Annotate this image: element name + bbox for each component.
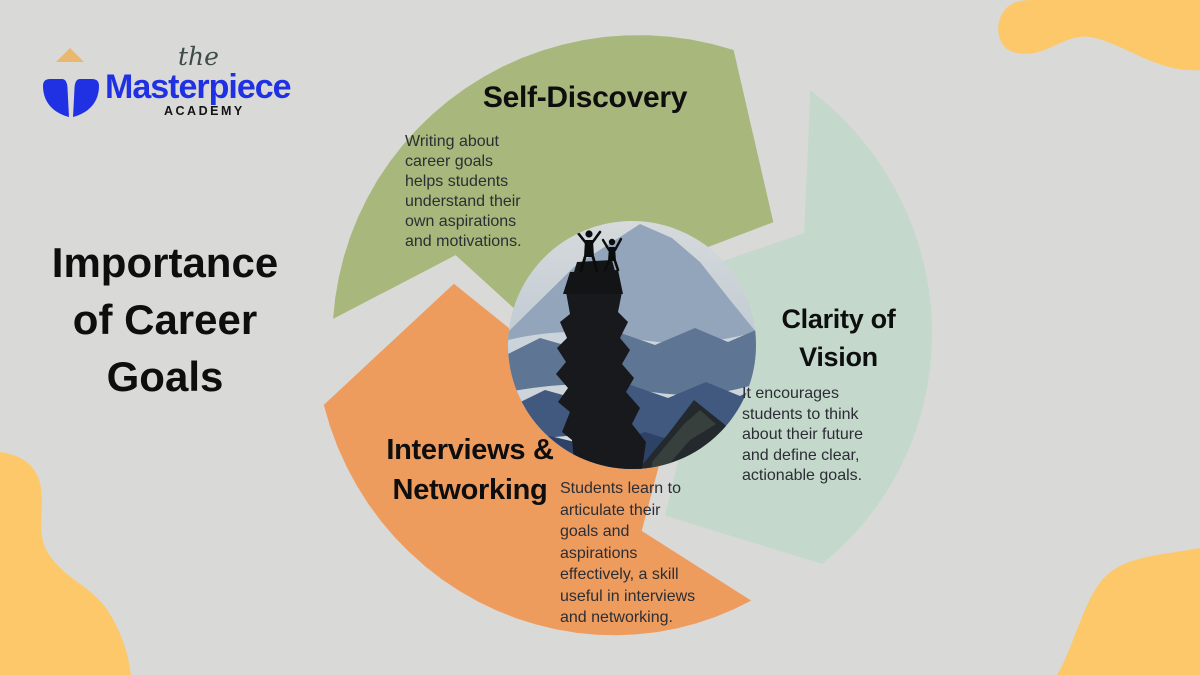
page-title: Importance of Career Goals [51,239,279,400]
rock-platform [563,270,623,294]
section-title-clarity-of-vision: Clarity of Vision [781,304,896,372]
logo-pre-title: the [178,42,219,71]
climber-left [576,230,602,273]
climber-right [601,237,623,272]
blob-bottom-right [1057,548,1200,675]
rock-tower [556,292,646,469]
section-body-self-discovery: Writing about career goals helps student… [405,133,522,250]
logo-title: Masterpiece [105,68,292,106]
logo: the Masterpiece ACADEMY [40,42,300,127]
rock-slope-highlight [652,410,716,469]
logo-subtitle: ACADEMY [164,104,245,118]
blob-top-right [998,0,1200,71]
section-body-clarity-of-vision: It encourages students to think about th… [742,385,863,484]
section-title-self-discovery: Self-Discovery [482,81,688,114]
logo-petals-icon [43,79,99,117]
logo-triangle-icon [56,48,84,62]
segment-interviews-networking [323,283,752,636]
segment-self-discovery [333,35,774,319]
section-title-interviews-networking: Interviews & Networking [386,434,554,506]
segment-clarity-of-vision [665,90,933,564]
logo-mark [43,48,99,117]
section-body-interviews-networking: Students learn to articulate their goals… [560,480,696,626]
blob-bottom-left [0,452,131,675]
